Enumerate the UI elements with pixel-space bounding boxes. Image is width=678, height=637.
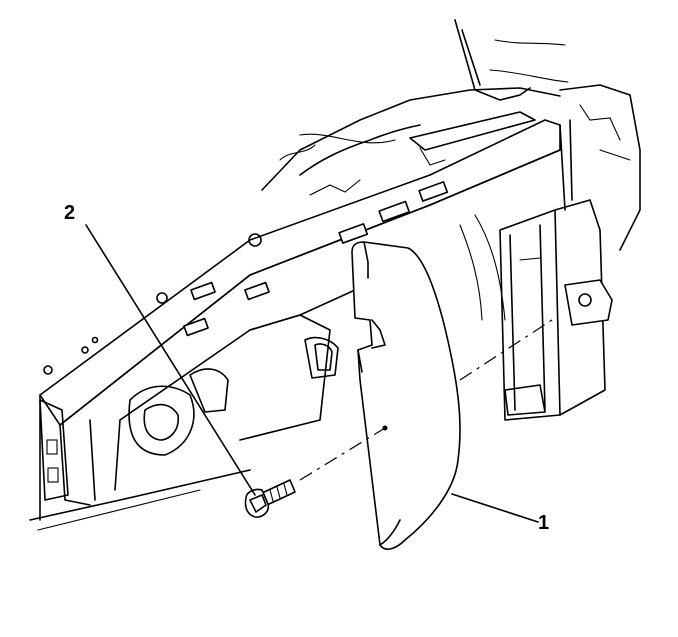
callout-2-label: 2 (64, 202, 76, 224)
upper-body-structure (261, 19, 641, 251)
callout-2-leader (85, 224, 256, 496)
bolt (244, 479, 296, 518)
bolt-install-line (299, 427, 386, 481)
air-deflector-panel (351, 241, 461, 550)
panel-install-line (459, 317, 556, 381)
front-support-beam (29, 119, 561, 531)
right-side-support (459, 119, 613, 421)
callout-1-leader (451, 493, 539, 523)
callout-1-label: 1 (538, 512, 550, 534)
